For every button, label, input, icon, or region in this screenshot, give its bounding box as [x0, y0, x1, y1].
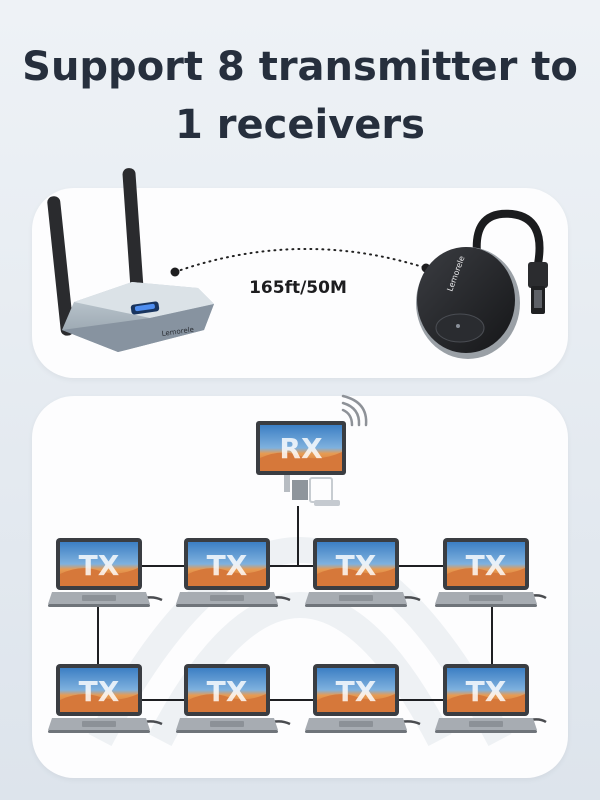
transmitter-puck: Lemorele — [416, 209, 548, 359]
headline-line-1: Support 8 transmitter to — [22, 44, 578, 90]
network-lines — [97, 506, 493, 701]
transmitter-laptop-1: TX — [48, 538, 150, 607]
transmitter-laptop-5: TX — [48, 664, 150, 733]
tx-label-6: TX — [207, 675, 248, 708]
tx-label-5: TX — [79, 675, 120, 708]
tx-label-3: TX — [336, 549, 377, 582]
transmitter-laptop-4: TX — [435, 538, 537, 607]
transmitter-laptop-2: TX — [176, 538, 278, 607]
transmitter-laptop-7: TX — [305, 664, 407, 733]
headline: Support 8 transmitter to 1 receivers — [0, 38, 600, 154]
wifi-icon — [341, 394, 368, 427]
headline-line-2: 1 receivers — [175, 102, 425, 148]
distance-label: 165ft/50M — [249, 278, 347, 298]
transmitter-laptop-6: TX — [176, 664, 278, 733]
tx-label-1: TX — [79, 549, 120, 582]
transmitter-laptop-8: TX — [435, 664, 537, 733]
tx-label-2: TX — [207, 549, 248, 582]
range-link — [170, 247, 431, 277]
tx-label-7: TX — [336, 675, 377, 708]
receiver-box: Lemorele — [47, 168, 214, 352]
rx-label: RX — [279, 432, 323, 465]
tx-label-4: TX — [466, 549, 507, 582]
receiver-monitor: RX — [256, 421, 346, 506]
signal-arcs — [88, 537, 512, 747]
tx-label-8: TX — [466, 675, 507, 708]
transmitter-laptop-3: TX — [305, 538, 407, 607]
